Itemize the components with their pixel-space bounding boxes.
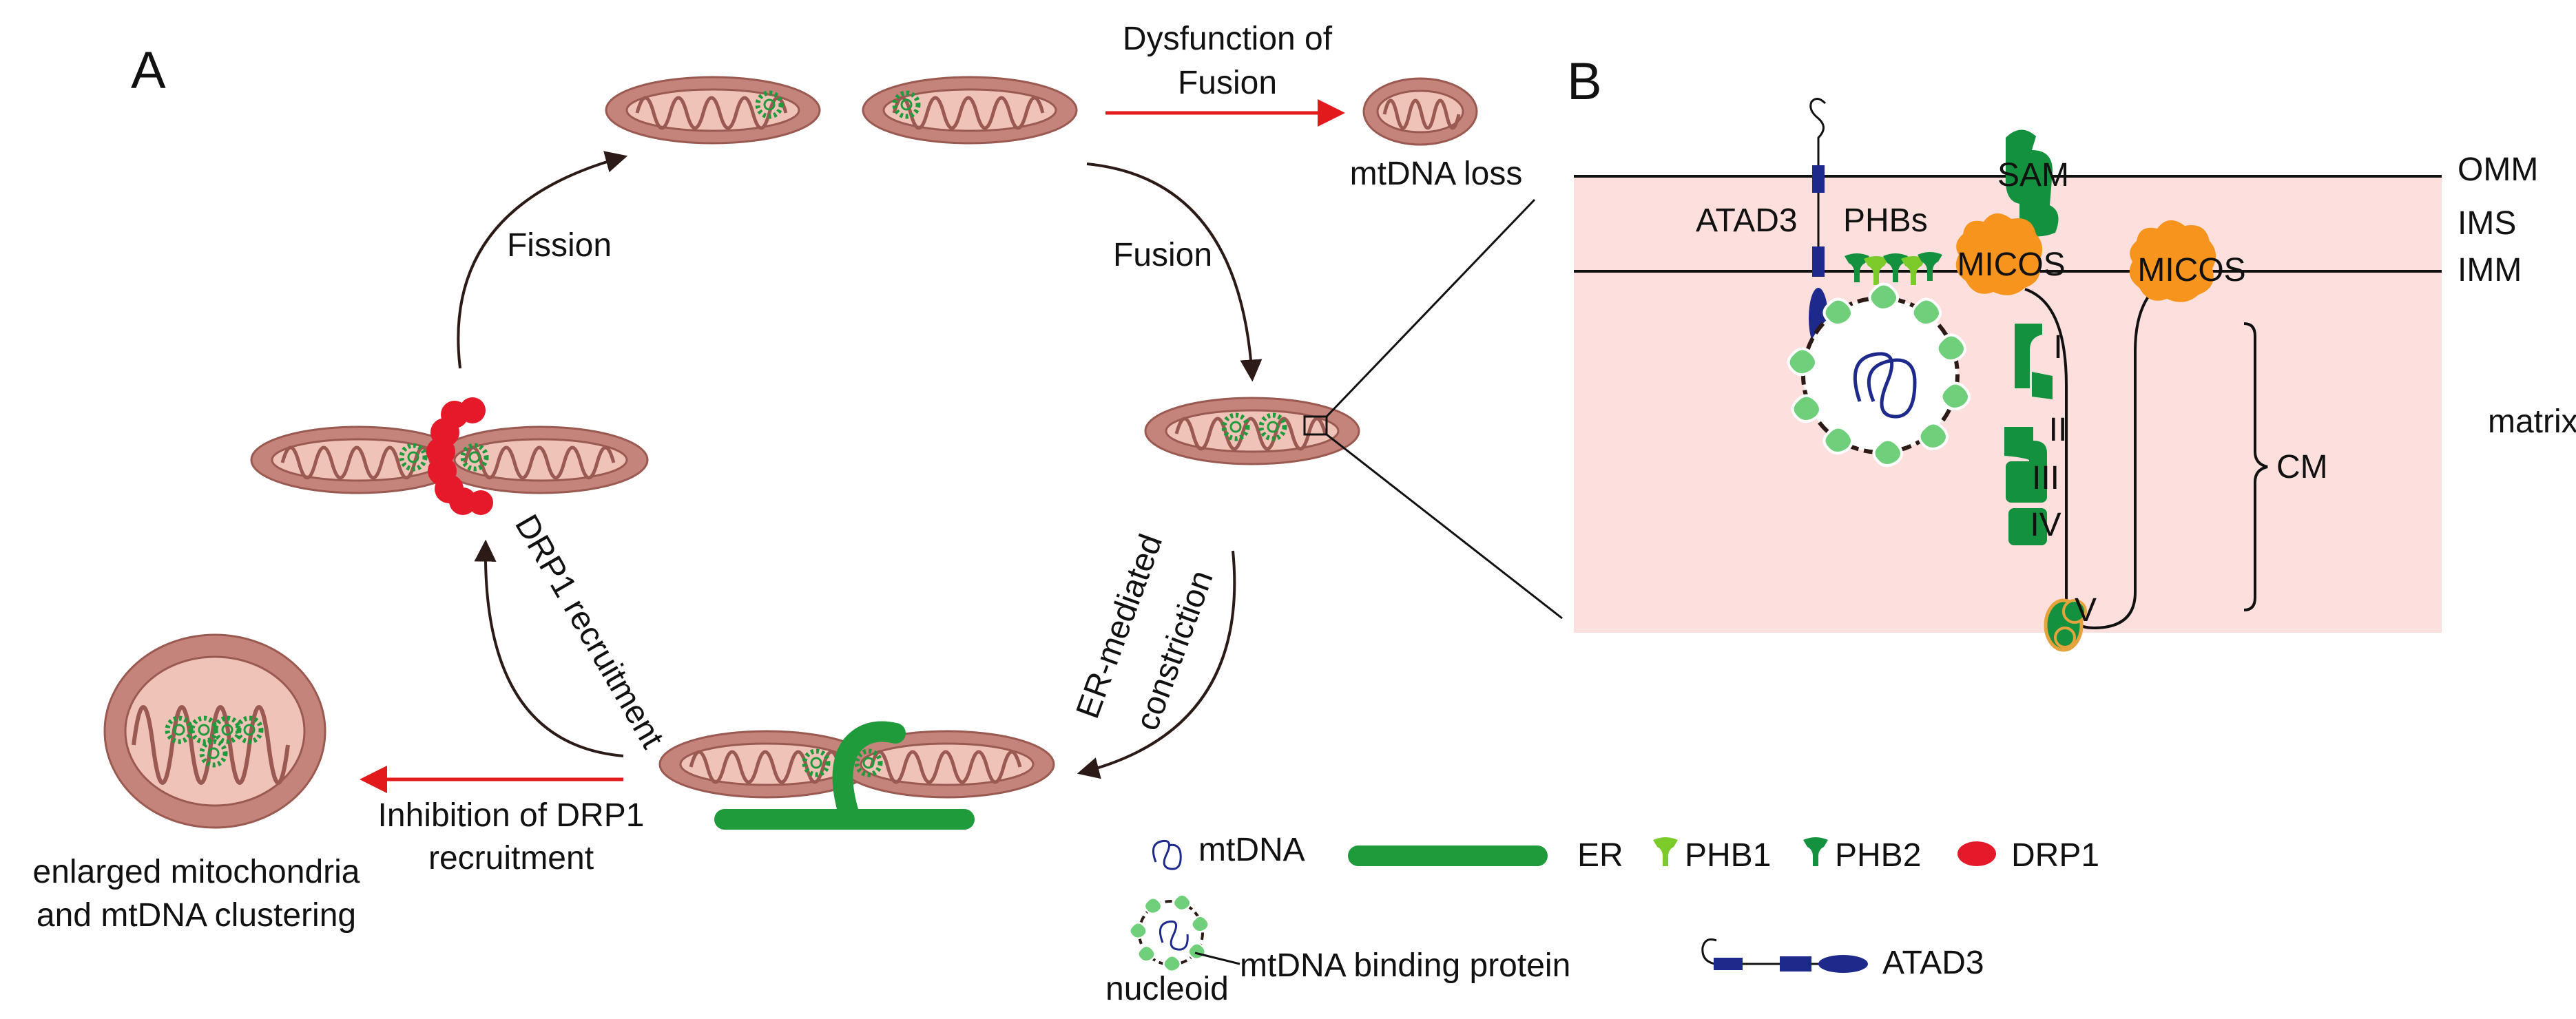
sam-complex: [2005, 129, 2059, 237]
inhibition-label-1: Inhibition of DRP1: [378, 797, 645, 834]
legend-drp1-icon: [1957, 841, 1996, 866]
complex-v: [2044, 598, 2087, 652]
complex-i: [2015, 324, 2053, 399]
mitochondrion-top-left: [606, 77, 820, 143]
imm-label: IMM: [2458, 252, 2522, 288]
complex-v-label: V: [2075, 592, 2097, 629]
legend-atad3-icon: [1701, 938, 1868, 973]
legend-mtdna-label: mtDNA: [1198, 832, 1305, 868]
phb-complex: [1845, 252, 1942, 285]
ims-label: IMS: [2458, 205, 2516, 242]
inhibition-label-2: recruitment: [428, 840, 594, 876]
atad3-label: ATAD3: [1696, 202, 1798, 239]
sam-label: SAM: [1997, 157, 2069, 193]
mitochondrion-enlarged: [103, 633, 326, 829]
complex-i-label: I: [2053, 329, 2062, 366]
legend-nucleoid-label: nucleoid: [1105, 971, 1229, 1007]
crista-membrane: [2024, 274, 2177, 630]
legend-binding-protein-label: mtDNA binding protein: [1240, 947, 1570, 984]
micos-right: [2129, 220, 2216, 302]
drp1-ring: [426, 397, 493, 515]
enlarged-label-1: enlarged mitochondria: [33, 854, 360, 890]
omm-label: OMM: [2458, 151, 2538, 188]
micos-left: [1955, 213, 2043, 295]
legend-mtdna-icon: [1152, 839, 1182, 870]
nucleoid-detail: [1787, 282, 1971, 468]
drp1-recruitment-label: DRP1 recruitment: [508, 509, 671, 755]
legend-drp1-label: DRP1: [2011, 837, 2099, 874]
legend-phb2-label: PHB2: [1835, 837, 1921, 874]
complex-iv: [2008, 508, 2047, 545]
atad3-tail: [1809, 98, 1827, 171]
mtdna-loss-label: mtDNA loss: [1350, 156, 1523, 192]
panel-label-b: B: [1567, 52, 1602, 111]
fusion-arrow: [1086, 162, 1263, 382]
panel-label-a: A: [131, 41, 166, 100]
enlarged-label-2: and mtDNA clustering: [37, 897, 356, 934]
fusion-label: Fusion: [1113, 237, 1212, 273]
complex-ii-label: II: [2049, 412, 2068, 448]
mitochondrion-fission-right: [434, 427, 647, 493]
legend-phb1-label: PHB1: [1685, 837, 1771, 874]
fission-arrow: [457, 151, 628, 369]
cm-brace: [2243, 322, 2268, 611]
er-tubule-constriction: [714, 721, 975, 830]
legend-phb2-icon: [1803, 837, 1828, 866]
complex-iii-label: III: [2032, 460, 2059, 496]
zoom-box: [1303, 415, 1328, 436]
legend-atad3-label: ATAD3: [1882, 945, 1984, 981]
legend-er-label: ER: [1577, 837, 1623, 874]
cm-label: CM: [2276, 449, 2328, 485]
atad3-domain-imm: [1812, 246, 1825, 277]
fission-label: Fission: [507, 227, 612, 264]
dysfunction-label-1: Dysfunction of: [1123, 21, 1333, 57]
legend-binding-protein-pointer: [1194, 952, 1240, 965]
atad3-domain-omm: [1812, 165, 1825, 193]
micos-right-label: MICOS: [2137, 252, 2245, 288]
drp1-recruitment-arrow: [474, 539, 624, 757]
mitochondrion-top-right: [863, 77, 1077, 143]
complex-iv-label: IV: [2030, 507, 2061, 543]
phbs-label: PHBs: [1843, 202, 1928, 239]
dysfunction-label-2: Fusion: [1178, 65, 1277, 101]
legend-nucleoid-icon: [1129, 894, 1209, 973]
er-constriction-arrow: [1077, 550, 1236, 779]
zoom-line-top: [1325, 198, 1536, 418]
complex-iii: [2006, 461, 2047, 503]
matrix-label: matrix: [2488, 403, 2576, 440]
micos-left-label: MICOS: [1957, 246, 2065, 283]
zoom-line-bottom: [1326, 433, 1563, 620]
legend-phb1-icon: [1653, 837, 1678, 866]
mitochondrion-mtdna-loss: [1364, 78, 1477, 145]
